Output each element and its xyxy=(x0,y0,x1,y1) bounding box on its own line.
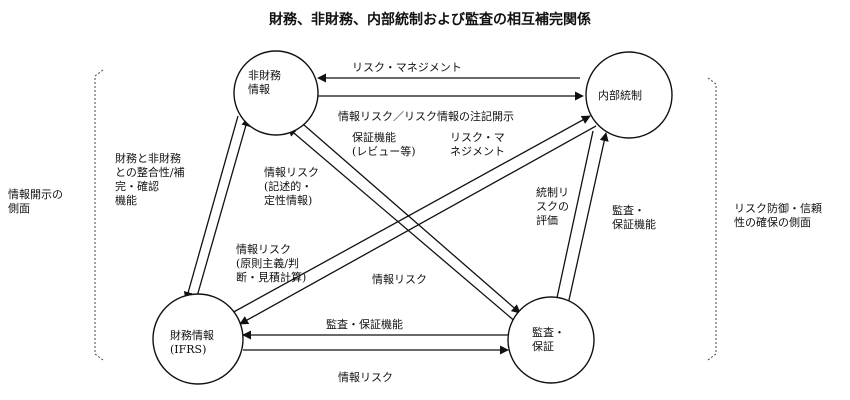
text-line: 情報リスク xyxy=(338,371,393,384)
text-line: 断・見積計算) xyxy=(236,270,306,284)
node-nonfinancial-info xyxy=(233,50,319,136)
node-label-audit: 監査・保証 xyxy=(532,325,565,353)
node-financial-info xyxy=(152,293,244,385)
text-line: リスク防御・信頼 xyxy=(734,201,822,215)
arrow-audit-to-nonfin xyxy=(287,127,518,324)
label-audit-assurance-right: 監査・保証機能 xyxy=(612,203,656,231)
arrows xyxy=(183,73,609,355)
text-line: 保証機能 xyxy=(612,217,656,231)
arrow-ic-to-fin xyxy=(239,125,597,325)
text-line: (記述的・ xyxy=(264,179,312,193)
label-risk-management-diag: リスク・マネジメント xyxy=(450,131,505,158)
label-info-risk-mid: 情報リスク xyxy=(372,273,427,286)
text-line: 定性情報) xyxy=(264,193,312,207)
text-line: 監査・ xyxy=(612,203,645,217)
label-info-risk-principle: 情報リスク(原則主義/判断・見積計算) xyxy=(236,243,306,284)
arrow-fin-to-nonfin xyxy=(195,117,251,301)
text-line: 機能 xyxy=(115,193,137,207)
text-line: 情報 xyxy=(248,83,270,96)
text-line: 情報開示の xyxy=(8,188,63,201)
label-consistency-function: 財務と非財務との整合性/補完・確認機能 xyxy=(115,151,185,207)
text-line: 非財務 xyxy=(248,68,281,82)
right-bracket xyxy=(707,77,717,361)
text-line: 保証機能 xyxy=(352,130,396,144)
label-risk-info-note: 情報リスク／リスク情報の注記開示 xyxy=(338,109,514,123)
text-line: 情報リスク xyxy=(372,273,427,286)
side-label-disclosure: 情報開示の側面 xyxy=(8,188,63,215)
arrow-audit-to-ic xyxy=(566,132,609,310)
text-line: 財務と非財務 xyxy=(115,151,181,165)
text-line: 監査・保証機能 xyxy=(326,317,403,331)
text-line: リスク・マネジメント xyxy=(352,61,462,74)
text-line: (レビュー等) xyxy=(352,144,416,158)
diagram-title: 財務、非財務、内部統制および監査の相互補完関係 xyxy=(268,11,591,28)
text-line: 完・確認 xyxy=(115,179,159,193)
label-assurance-review: 保証機能(レビュー等) xyxy=(352,130,416,158)
text-line: 財務情報 xyxy=(170,328,214,342)
label-audit-assurance-bottom: 監査・保証機能 xyxy=(326,317,403,331)
text-line: リスク・マ xyxy=(450,131,505,144)
text-line: 評価 xyxy=(536,213,558,227)
label-control-risk-evaluation: 統制リスクの評価 xyxy=(536,185,569,227)
arrow-ic-to-audit xyxy=(552,130,594,308)
text-line: ネジメント xyxy=(450,145,505,158)
text-line: (原則主義/判 xyxy=(236,256,299,270)
text-line: 情報リスク xyxy=(264,166,319,179)
node-label-internal-control: 内部統制 xyxy=(598,88,642,102)
text-line: 内部統制 xyxy=(598,88,642,102)
text-line: 監査・ xyxy=(532,325,565,339)
side-label-risk-defense: リスク防御・信頼性の確保の側面 xyxy=(734,201,822,229)
node-internal-control xyxy=(585,51,673,139)
text-line: 性の確保の側面 xyxy=(734,215,811,229)
node-label-nonfinancial: 非財務情報 xyxy=(248,68,281,96)
label-info-risk-descriptive: 情報リスク(記述的・定性情報) xyxy=(264,166,319,207)
text-line: 統制リ xyxy=(536,185,569,199)
text-line: 情報リスク／リスク情報の注記開示 xyxy=(338,109,514,123)
label-risk-management-top: リスク・マネジメント xyxy=(352,61,462,74)
arrow-nonfin-to-fin xyxy=(183,115,239,301)
arrow-fin-to-ic xyxy=(229,115,591,315)
left-bracket xyxy=(94,69,104,361)
text-line: 保証 xyxy=(532,339,554,353)
text-line: (IFRS) xyxy=(170,343,206,356)
text-line: スクの xyxy=(536,200,569,213)
text-line: 側面 xyxy=(8,202,30,215)
text-line: 情報リスク xyxy=(236,243,291,256)
label-info-risk-bottom: 情報リスク xyxy=(338,371,393,384)
node-audit-assurance xyxy=(507,296,595,384)
text-line: との整合性/補 xyxy=(115,165,185,179)
node-label-financial: 財務情報(IFRS) xyxy=(170,328,214,356)
